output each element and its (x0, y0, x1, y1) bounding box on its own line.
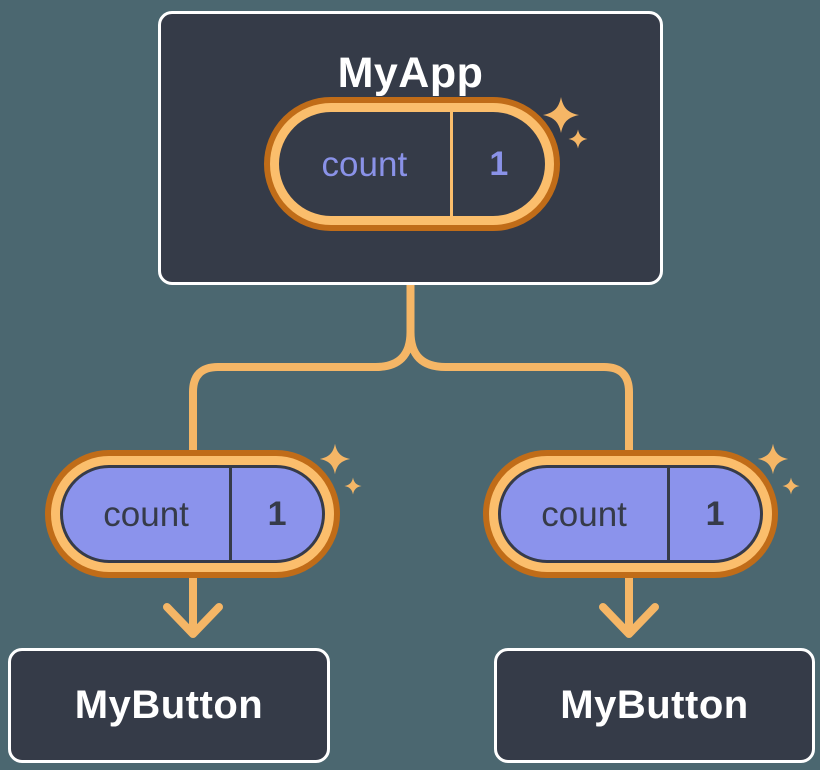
sparkle-small-icon (782, 477, 800, 495)
mybutton-node-right: MyButton (494, 648, 815, 763)
prop-pill-left-body: count 1 (60, 465, 325, 563)
prop-pill-right-value: 1 (667, 468, 760, 560)
sparkle-large-icon (757, 443, 789, 475)
arrow-down-right-icon (599, 570, 659, 638)
prop-pill-right-body: count 1 (498, 465, 763, 563)
sparkle-small-icon (344, 477, 362, 495)
state-pill: count 1 (264, 96, 588, 231)
mybutton-right-title: MyButton (560, 683, 749, 727)
arrow-down-left-icon (163, 570, 223, 638)
connector-right-branch (406, 280, 633, 456)
prop-pill-left-label: count (103, 494, 189, 534)
myapp-node: MyApp (158, 11, 663, 285)
state-pill-body: count 1 (279, 112, 545, 216)
prop-pill-right: count 1 (483, 443, 800, 578)
mybutton-node-left: MyButton (8, 648, 330, 763)
prop-pill-left: count 1 (45, 443, 362, 578)
state-pill-value: 1 (449, 112, 545, 216)
connector-left-branch (189, 280, 415, 456)
myapp-title: MyApp (337, 49, 484, 97)
state-pill-label: count (321, 144, 408, 184)
prop-pill-right-label: count (541, 494, 627, 534)
sparkle-large-icon (319, 443, 351, 475)
mybutton-left-title: MyButton (74, 683, 264, 727)
sparkle-large-icon (542, 96, 580, 134)
prop-pill-left-value: 1 (229, 468, 322, 560)
sparkle-small-icon (568, 129, 588, 149)
